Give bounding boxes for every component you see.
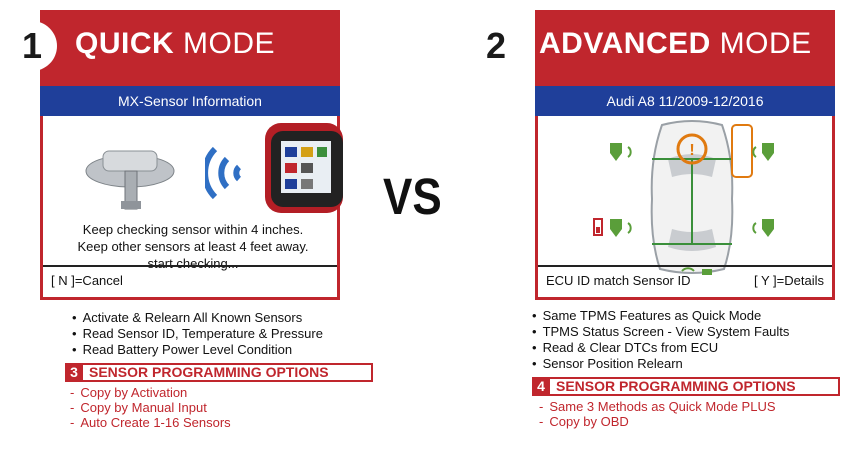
car-top-view-diagram: ! <box>593 120 774 275</box>
options-title: SENSOR PROGRAMMING OPTIONS <box>556 378 796 394</box>
advanced-mode-header: 2 ADVANCED MODE <box>471 10 835 86</box>
cancel-key-hint: [ N ]=Cancel <box>51 273 123 288</box>
options-number-badge: 4 <box>532 377 550 396</box>
feature-item: Read & Clear DTCs from ECU <box>532 340 789 356</box>
title-bold: ADVANCED <box>539 27 711 60</box>
advanced-mode-title: ADVANCED MODE <box>539 27 812 61</box>
quick-options-list: Copy by Activation Copy by Manual Input … <box>70 385 231 430</box>
title-rest: MODE <box>183 27 276 60</box>
advanced-options-list: Same 3 Methods as Quick Mode PLUS Copy b… <box>539 399 776 429</box>
message-line: Keep other sensors at least 4 feet away. <box>77 239 309 254</box>
vehicle-title-bar: Audi A8 11/2009-12/2016 <box>535 86 835 116</box>
message-line: Keep checking sensor within 4 inches. <box>82 222 304 237</box>
svg-text:!: ! <box>689 142 694 159</box>
option-item: Auto Create 1-16 Sensors <box>70 415 230 430</box>
options-number-badge: 3 <box>65 363 83 382</box>
advanced-mode-feature-list: Same TPMS Features as Quick Mode TPMS St… <box>532 308 790 372</box>
option-item: Copy by OBD <box>539 414 776 429</box>
quick-mode-header: 1 QUICK MODE <box>7 10 340 86</box>
feature-item: Read Sensor ID, Temperature & Pressure <box>72 326 323 342</box>
options-title: SENSOR PROGRAMMING OPTIONS <box>89 364 329 380</box>
screen-footer: [ N ]=Cancel <box>43 265 337 297</box>
quick-mode-panel: 1 QUICK MODE MX-Sensor Information Keep … <box>7 10 343 300</box>
message-line: start checking... <box>147 256 239 271</box>
advanced-options-heading: 4 SENSOR PROGRAMMING OPTIONS <box>532 377 840 396</box>
quick-mode-title: QUICK MODE <box>75 27 275 61</box>
option-item: Same 3 Methods as Quick Mode PLUS <box>539 399 775 414</box>
feature-item: Read Battery Power Level Condition <box>72 342 323 358</box>
tpms-tool-device-icon <box>265 123 343 213</box>
option-item: Copy by Manual Input <box>70 400 231 415</box>
vs-label: VS <box>383 169 442 226</box>
screen-footer: ECU ID match Sensor ID [ Y ]=Details <box>538 265 832 297</box>
feature-item: TPMS Status Screen - View System Faults <box>532 324 790 340</box>
screen-title-bar: MX-Sensor Information <box>40 86 340 116</box>
quick-mode-feature-list: Activate & Relearn All Known Sensors Rea… <box>72 310 323 358</box>
quick-options-heading: 3 SENSOR PROGRAMMING OPTIONS <box>65 363 373 382</box>
ecu-match-status: ECU ID match Sensor ID <box>546 273 691 288</box>
option-item: Copy by Activation <box>70 385 231 400</box>
advanced-mode-panel: 2 ADVANCED MODE Audi A8 11/2009-12/2016 … <box>471 10 835 300</box>
feature-item: Same TPMS Features as Quick Mode <box>532 308 789 324</box>
mode-number-badge: 1 <box>7 21 57 71</box>
feature-item: Activate & Relearn All Known Sensors <box>72 310 323 326</box>
title-rest: MODE <box>719 27 812 60</box>
tpms-sensor-icon <box>85 150 175 210</box>
wireless-signal-icon <box>205 146 242 200</box>
details-key-hint: [ Y ]=Details <box>754 273 824 288</box>
feature-item: Sensor Position Relearn <box>532 356 789 372</box>
instruction-message: Keep checking sensor within 4 inches. Ke… <box>43 221 343 272</box>
title-bold: QUICK <box>75 27 175 60</box>
mode-number-badge: 2 <box>471 21 521 71</box>
